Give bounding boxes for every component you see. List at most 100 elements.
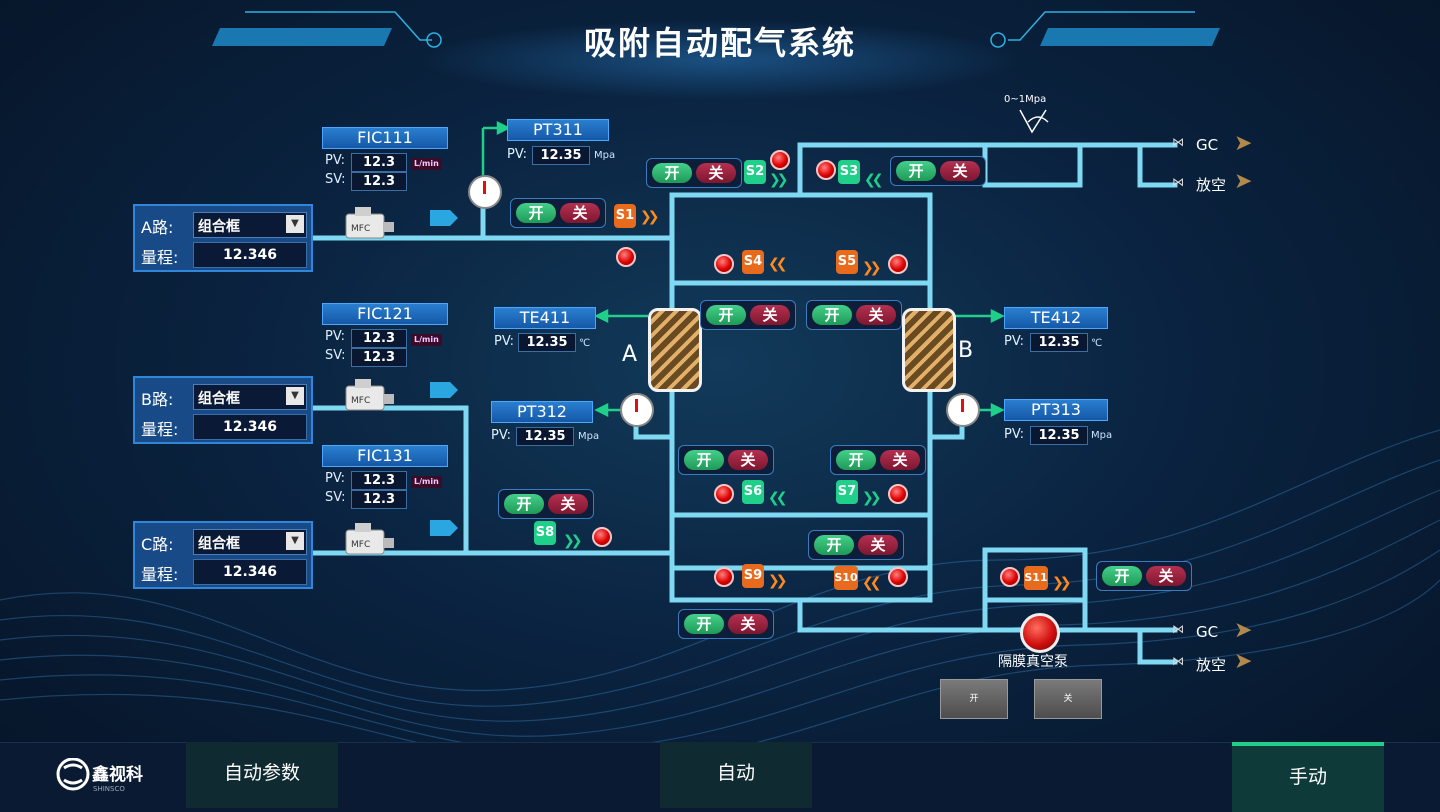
valve-s10[interactable]: S10	[834, 566, 858, 590]
mfc-a-label: MFC	[351, 224, 370, 234]
fic111-tag: FIC111	[322, 127, 448, 149]
chevron-down-icon[interactable]: ▼	[286, 532, 304, 550]
pump-on-button[interactable]: 开	[940, 679, 1008, 719]
valve-s11[interactable]: S11	[1024, 566, 1048, 590]
route-c-range-label: 量程:	[141, 565, 179, 584]
switch-s8: 开关	[498, 489, 594, 519]
flow-arrow-icon: ❯❯	[769, 172, 789, 188]
tab-manual[interactable]: 手动	[1232, 742, 1384, 812]
status-led-icon	[888, 484, 908, 504]
s10-on-button[interactable]: 开	[814, 535, 854, 555]
status-led-icon	[888, 254, 908, 274]
route-a-label: A路:	[141, 218, 174, 237]
flow-arrow-icon: ❯❯	[768, 573, 788, 589]
outlet-gc-bottom: GC	[1196, 623, 1219, 641]
adsorption-tank-a	[648, 308, 702, 392]
switch-s11: 开关	[1096, 561, 1192, 591]
fic131-unit: L/min	[411, 476, 442, 488]
s4-on-button[interactable]: 开	[706, 305, 746, 325]
s2-on-button[interactable]: 开	[652, 163, 692, 183]
fic131-sv-label: SV:	[325, 490, 346, 505]
fic121-pv-value: 12.3	[351, 329, 407, 348]
route-a-range-value[interactable]: 12.346	[193, 242, 307, 268]
pt311-pv-label: PV:	[507, 147, 528, 162]
s3-off-button[interactable]: 关	[940, 161, 980, 181]
s3-on-button[interactable]: 开	[896, 161, 936, 181]
pt313-unit: Mpa	[1091, 430, 1113, 441]
s11-off-button[interactable]: 关	[1146, 566, 1186, 586]
route-b-combo-value: 组合框	[198, 391, 240, 407]
status-led-icon	[714, 484, 734, 504]
fic111-unit: L/min	[411, 158, 442, 170]
te411-pv-value: 12.35	[518, 333, 576, 352]
fic131-tag: FIC131	[322, 445, 448, 467]
pt312-pv-value: 12.35	[516, 427, 574, 446]
s8-off-button[interactable]: 关	[548, 494, 588, 514]
s5-off-button[interactable]: 关	[856, 305, 896, 325]
s5-on-button[interactable]: 开	[812, 305, 852, 325]
chevron-down-icon[interactable]: ▼	[286, 387, 304, 405]
pt311-pv-value: 12.35	[532, 146, 590, 165]
tab-auto-params[interactable]: 自动参数	[186, 742, 338, 808]
route-a-combo[interactable]: 组合框 ▼	[193, 212, 307, 238]
switch-s9: 开关	[678, 609, 774, 639]
outlet-valve-icon: ⋈	[1172, 654, 1184, 668]
s11-on-button[interactable]: 开	[1102, 566, 1142, 586]
switch-s4: 开关	[700, 300, 796, 330]
route-c-combo[interactable]: 组合框 ▼	[193, 529, 307, 555]
s2-off-button[interactable]: 关	[696, 163, 736, 183]
pressure-gauge-icon	[468, 175, 502, 209]
tab-auto[interactable]: 自动	[660, 742, 812, 808]
switch-s2: 开关	[646, 158, 742, 188]
brand-logo: 鑫视科 SHINSCO	[56, 757, 156, 794]
tank-a-label: A	[622, 342, 638, 367]
valve-s8[interactable]: S8	[534, 521, 556, 545]
valve-s7[interactable]: S7	[836, 480, 858, 504]
s6-on-button[interactable]: 开	[684, 450, 724, 470]
s7-off-button[interactable]: 关	[880, 450, 920, 470]
page-title: 吸附自动配气系统	[583, 24, 856, 62]
s1-off-button[interactable]: 关	[560, 203, 600, 223]
fic121-unit: L/min	[411, 334, 442, 346]
s7-on-button[interactable]: 开	[836, 450, 876, 470]
mfc-c-icon: MFC	[345, 522, 395, 556]
flow-arrow-icon: ❯❯	[862, 490, 882, 506]
route-c-combo-value: 组合框	[198, 536, 240, 552]
route-b-range-value[interactable]: 12.346	[193, 414, 307, 440]
route-c-panel: C路: 组合框▼ 量程: 12.346	[133, 521, 313, 589]
outlet-vent-bottom: 放空	[1196, 656, 1227, 674]
chevron-down-icon[interactable]: ▼	[286, 215, 304, 233]
switch-s5: 开关	[806, 300, 902, 330]
outlet-valve-icon: ⋈	[1172, 135, 1184, 149]
fic121-sv-value[interactable]: 12.3	[351, 348, 407, 367]
s6-off-button[interactable]: 关	[728, 450, 768, 470]
fic121-sv-label: SV:	[325, 348, 346, 363]
flow-arrow-icon: ❯❯	[862, 260, 882, 276]
pump-off-button[interactable]: 关	[1034, 679, 1102, 719]
s8-on-button[interactable]: 开	[504, 494, 544, 514]
s10-off-button[interactable]: 关	[858, 535, 898, 555]
route-c-range-value[interactable]: 12.346	[193, 559, 307, 585]
valve-s3[interactable]: S3	[838, 160, 860, 184]
status-led-icon	[770, 150, 790, 170]
valve-s9[interactable]: S9	[742, 564, 764, 588]
s9-on-button[interactable]: 开	[684, 614, 724, 634]
s9-off-button[interactable]: 关	[728, 614, 768, 634]
valve-s5[interactable]: S5	[836, 250, 858, 274]
vacuum-pump-icon[interactable]	[1020, 613, 1060, 653]
valve-s1[interactable]: S1	[614, 204, 636, 228]
fic121-tag: FIC121	[322, 303, 448, 325]
valve-s6[interactable]: S6	[742, 480, 764, 504]
valve-s4[interactable]: S4	[742, 250, 764, 274]
route-a-range-label: 量程:	[141, 248, 179, 267]
fic111-sv-value[interactable]: 12.3	[351, 172, 407, 191]
pressure-gauge-icon	[620, 393, 654, 427]
s4-off-button[interactable]: 关	[750, 305, 790, 325]
fic131-sv-value[interactable]: 12.3	[351, 490, 407, 509]
fic111-pv-label: PV:	[325, 153, 346, 168]
route-a-combo-value: 组合框	[198, 219, 240, 235]
pt311-tag: PT311	[507, 119, 609, 141]
route-b-combo[interactable]: 组合框 ▼	[193, 384, 307, 410]
valve-s2[interactable]: S2	[744, 160, 766, 184]
s1-on-button[interactable]: 开	[516, 203, 556, 223]
